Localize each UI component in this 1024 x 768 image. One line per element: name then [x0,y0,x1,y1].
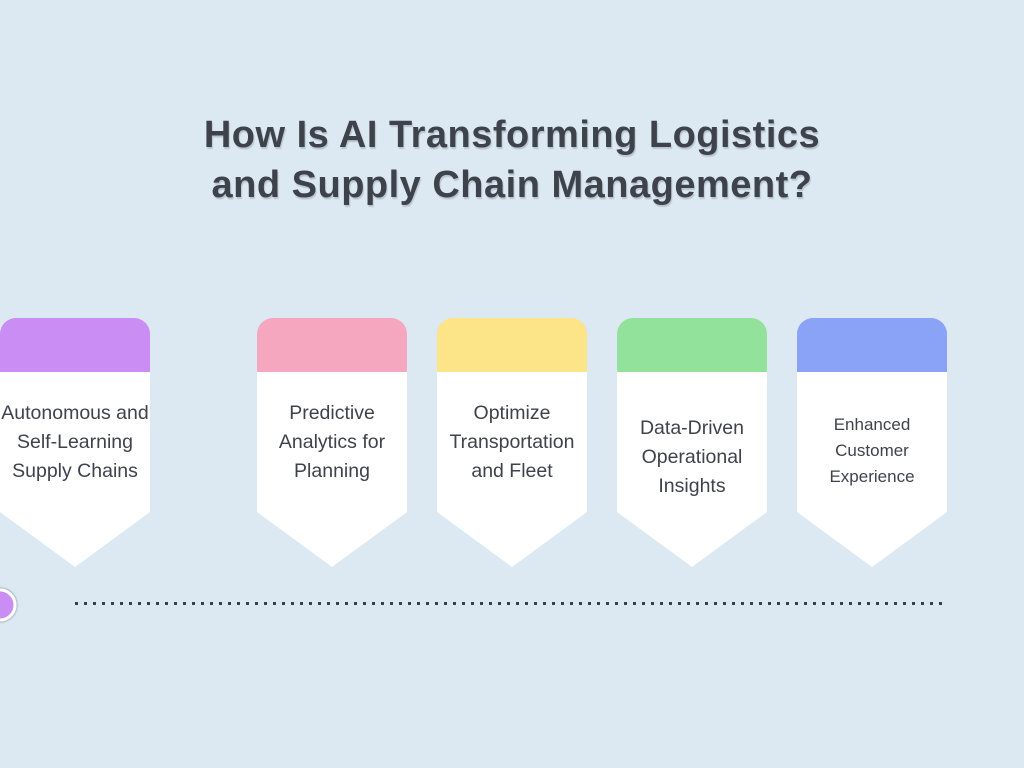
card-label: Optimize Transportation and Fleet [449,401,575,482]
card-autonomous-supply-chains: Autonomous and Self-Learning Supply Chai… [0,318,150,567]
infographic-title: How Is AI Transforming Logistics and Sup… [203,114,821,206]
card-predictive-analytics: Predictive Analytics for Planning [257,318,407,567]
card-pointer-shape [797,512,947,567]
card-optimize-transportation: Optimize Transportation and Fleet [437,318,587,567]
card-header-yellow [437,318,587,372]
timeline-marker-purple [0,588,17,622]
card-header-purple [0,318,150,372]
card-enhanced-customer-experience: Enhanced Customer Experience [797,318,947,567]
card-label: Enhanced Customer Experience [829,415,915,486]
card-pointer-shape [617,512,767,567]
card-header-blue [797,318,947,372]
timeline-dotted-line [75,602,944,605]
card-label: Data-Driven Operational Insights [639,416,745,497]
card-body: Optimize Transportation and Fleet [437,372,587,512]
card-body: Autonomous and Self-Learning Supply Chai… [0,372,150,512]
card-body: Data-Driven Operational Insights [617,372,767,512]
card-header-pink [257,318,407,372]
card-data-driven-insights: Data-Driven Operational Insights [617,318,767,567]
card-pointer-shape [437,512,587,567]
card-body: Predictive Analytics for Planning [257,372,407,512]
card-label: Predictive Analytics for Planning [278,401,386,482]
card-header-green [617,318,767,372]
card-label: Autonomous and Self-Learning Supply Chai… [1,401,149,482]
card-pointer-shape [0,512,150,567]
card-body: Enhanced Customer Experience [797,372,947,512]
card-pointer-shape [257,512,407,567]
